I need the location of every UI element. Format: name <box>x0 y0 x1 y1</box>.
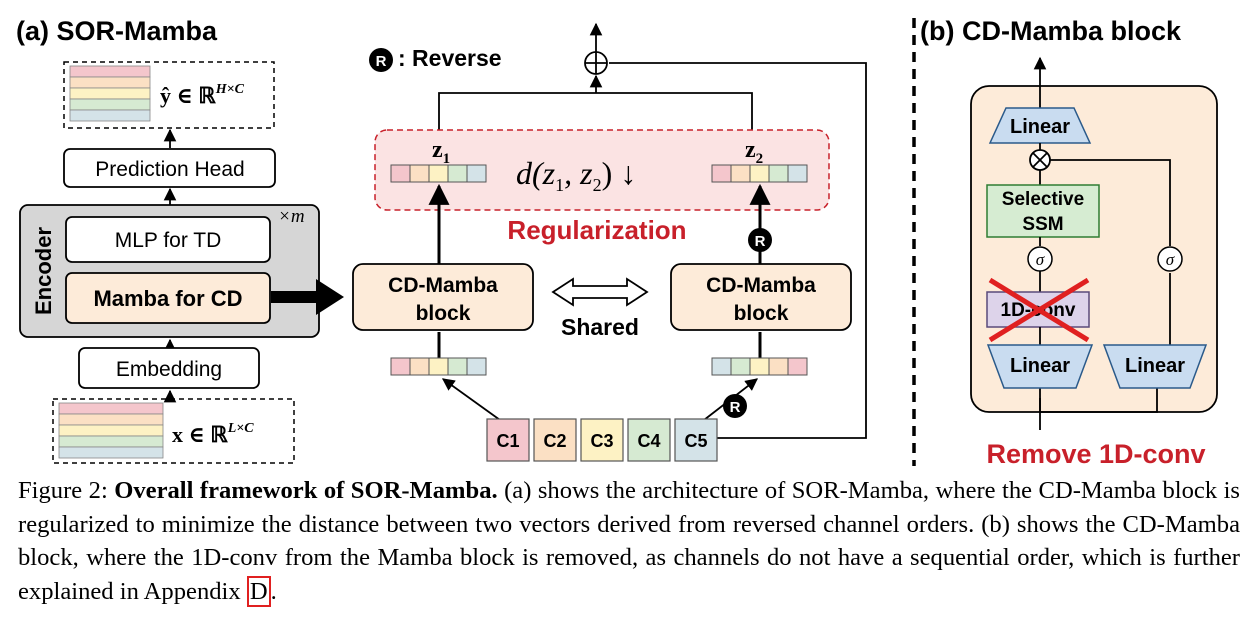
mamba-cd-label: Mamba for CD <box>93 286 242 311</box>
z2-label: z2 <box>745 137 763 167</box>
channel-c1 <box>486 418 530 462</box>
channel-c2 <box>533 418 577 462</box>
selective-ssm-box <box>986 184 1100 238</box>
figure-caption: Figure 2: Overall framework of SOR-Mamba… <box>18 477 1240 607</box>
svg-text:C3: C3 <box>590 431 613 451</box>
right-input-vector-reversed <box>711 357 808 376</box>
svg-text:R: R <box>730 399 741 416</box>
linear-bottom-left-box <box>986 344 1094 389</box>
svg-text:block: block <box>734 302 789 325</box>
channel-tokens: C1 C2 C3 C4 C5 <box>486 418 718 462</box>
z1-label: z1 <box>432 137 450 167</box>
svg-text:R: R <box>755 233 766 250</box>
reverse-legend-icon <box>369 48 393 72</box>
cd-mamba-block-right <box>670 263 852 331</box>
framework-figure: (a) SOR-Mamba ŷ ∈ ℝH×C Prediction Head E… <box>16 16 1218 469</box>
appendix-link[interactable]: D <box>246 575 271 607</box>
shared-label: Shared <box>561 314 639 340</box>
repeat-label: ×m <box>278 206 305 227</box>
encoder-label: Encoder <box>31 227 56 315</box>
reverse-marker-bottom <box>723 394 747 418</box>
svg-text:Selective: Selective <box>1002 189 1084 210</box>
svg-text:σ: σ <box>1036 250 1045 269</box>
input-stripes <box>58 402 164 459</box>
prediction-head-label: Prediction Head <box>95 158 244 181</box>
svg-text:C1: C1 <box>496 431 519 451</box>
cd-mamba-block-left <box>352 263 534 331</box>
input-label: x ∈ ℝL×C <box>172 421 254 447</box>
shared-double-arrow <box>551 277 649 307</box>
panel-b-title: (b) CD-Mamba block <box>920 16 1182 46</box>
embedding-label: Embedding <box>116 358 222 381</box>
svg-text:CD-Mamba: CD-Mamba <box>706 274 816 297</box>
prediction-head-box <box>63 148 276 188</box>
channel-c3 <box>580 418 624 462</box>
encoder-to-block-arrow <box>271 279 344 315</box>
z1-vector <box>390 164 487 183</box>
panel-a-title: (a) SOR-Mamba <box>16 16 218 46</box>
reverse-legend-label: : Reverse <box>398 45 502 71</box>
linear-bottom-right-box <box>1102 344 1208 389</box>
sigma-right <box>1157 246 1183 272</box>
regularization-box <box>374 129 830 211</box>
svg-text:C4: C4 <box>637 431 660 451</box>
caption-figure-label: Figure 2: <box>18 477 115 504</box>
z2-vector <box>711 164 808 183</box>
caption-title: Overall framework of SOR-Mamba. <box>114 477 498 504</box>
svg-text:Linear: Linear <box>1125 355 1185 377</box>
output-tensor: ŷ ∈ ℝH×C <box>63 61 275 129</box>
caption-body: (a) shows the architecture of SOR-Mamba,… <box>18 477 1240 605</box>
svg-text:σ: σ <box>1166 250 1175 269</box>
mlp-box <box>65 216 271 263</box>
svg-text:Linear: Linear <box>1010 116 1070 138</box>
channel-c4 <box>627 418 671 462</box>
reverse-marker-top <box>748 228 772 252</box>
svg-text:SSM: SSM <box>1022 214 1063 235</box>
svg-text:CD-Mamba: CD-Mamba <box>388 274 498 297</box>
svg-text:C5: C5 <box>684 431 707 451</box>
left-input-vector <box>390 357 487 376</box>
skip-connection <box>609 62 867 439</box>
svg-text:Linear: Linear <box>1010 355 1070 377</box>
distance-formula: d(z1, z2) ↓ <box>516 155 636 195</box>
embedding-box <box>78 347 260 389</box>
regularization-label: Regularization <box>507 215 686 245</box>
mlp-label: MLP for TD <box>115 229 222 252</box>
channel-c5 <box>674 418 718 462</box>
svg-text:R: R <box>376 53 387 70</box>
output-label: ŷ ∈ ℝH×C <box>160 82 245 108</box>
svg-text:block: block <box>416 302 471 325</box>
output-stripes <box>69 65 151 122</box>
linear-top-box <box>988 107 1092 144</box>
remove-conv-label: Remove 1D-conv <box>986 439 1205 469</box>
svg-text:C2: C2 <box>543 431 566 451</box>
mamba-cd-box <box>65 272 271 324</box>
input-tensor: x ∈ ℝL×C <box>52 398 295 464</box>
